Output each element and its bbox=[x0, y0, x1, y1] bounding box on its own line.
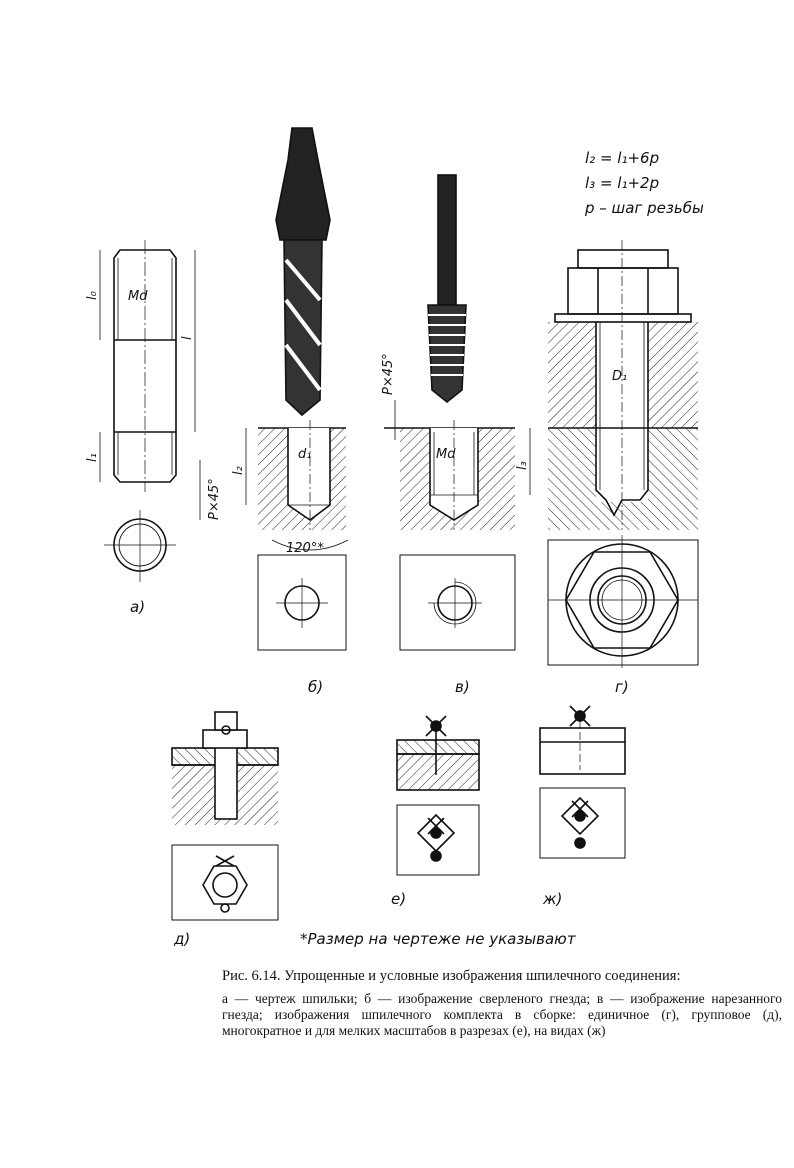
caption-title: Рис. 6.14. Упрощенные и условные изображ… bbox=[222, 968, 681, 984]
assembly-single-drawing bbox=[547, 240, 699, 668]
figure-6-14: l₂ = l₁+6p l₃ = l₁+2p p – шаг резьбы Md … bbox=[85, 127, 704, 948]
dim-l: l bbox=[180, 336, 195, 340]
assembly-section-symbol-drawing bbox=[396, 715, 480, 876]
formula-l3: l₃ = l₁+2p bbox=[585, 174, 659, 192]
dim-chamfer-hole: P×45° bbox=[381, 353, 396, 395]
dim-angle: 120°* bbox=[286, 541, 324, 556]
footnote: *Размер на чертеже не указывают bbox=[300, 930, 577, 948]
assembly-group-drawing bbox=[171, 711, 279, 921]
view-label-a: а) bbox=[130, 598, 145, 616]
dim-chamfer: P×45° bbox=[207, 478, 222, 520]
dim-md: Md bbox=[128, 289, 148, 304]
view-label-e: е) bbox=[391, 890, 406, 908]
dim-l0: l₀ bbox=[85, 290, 100, 300]
view-label-b: б) bbox=[308, 678, 323, 696]
figure-caption: Рис. 6.14. Упрощенные и условные изображ… bbox=[222, 968, 782, 1039]
view-label-zh: ж) bbox=[542, 890, 562, 908]
formula-l2: l₂ = l₁+6p bbox=[585, 149, 659, 167]
caption-body: а — чертеж шпильки; б — изображение свер… bbox=[222, 991, 782, 1038]
stud-drawing bbox=[99, 240, 201, 582]
dim-D1: D₁ bbox=[612, 369, 627, 384]
view-label-d: д) bbox=[173, 930, 190, 948]
dim-l3: l₃ bbox=[515, 461, 530, 470]
dim-d1: d₁ bbox=[298, 447, 311, 462]
threaded-hole-drawing bbox=[384, 174, 531, 651]
formula-p: p – шаг резьбы bbox=[584, 199, 704, 217]
assembly-view-symbol-drawing bbox=[539, 705, 626, 859]
drilled-hole-drawing bbox=[245, 127, 349, 651]
view-label-g: г) bbox=[615, 678, 629, 696]
view-label-v: в) bbox=[455, 678, 470, 696]
dim-md-hole: Md bbox=[436, 447, 456, 462]
dim-l1: l₁ bbox=[85, 453, 100, 462]
dim-l2: l₂ bbox=[231, 466, 246, 475]
